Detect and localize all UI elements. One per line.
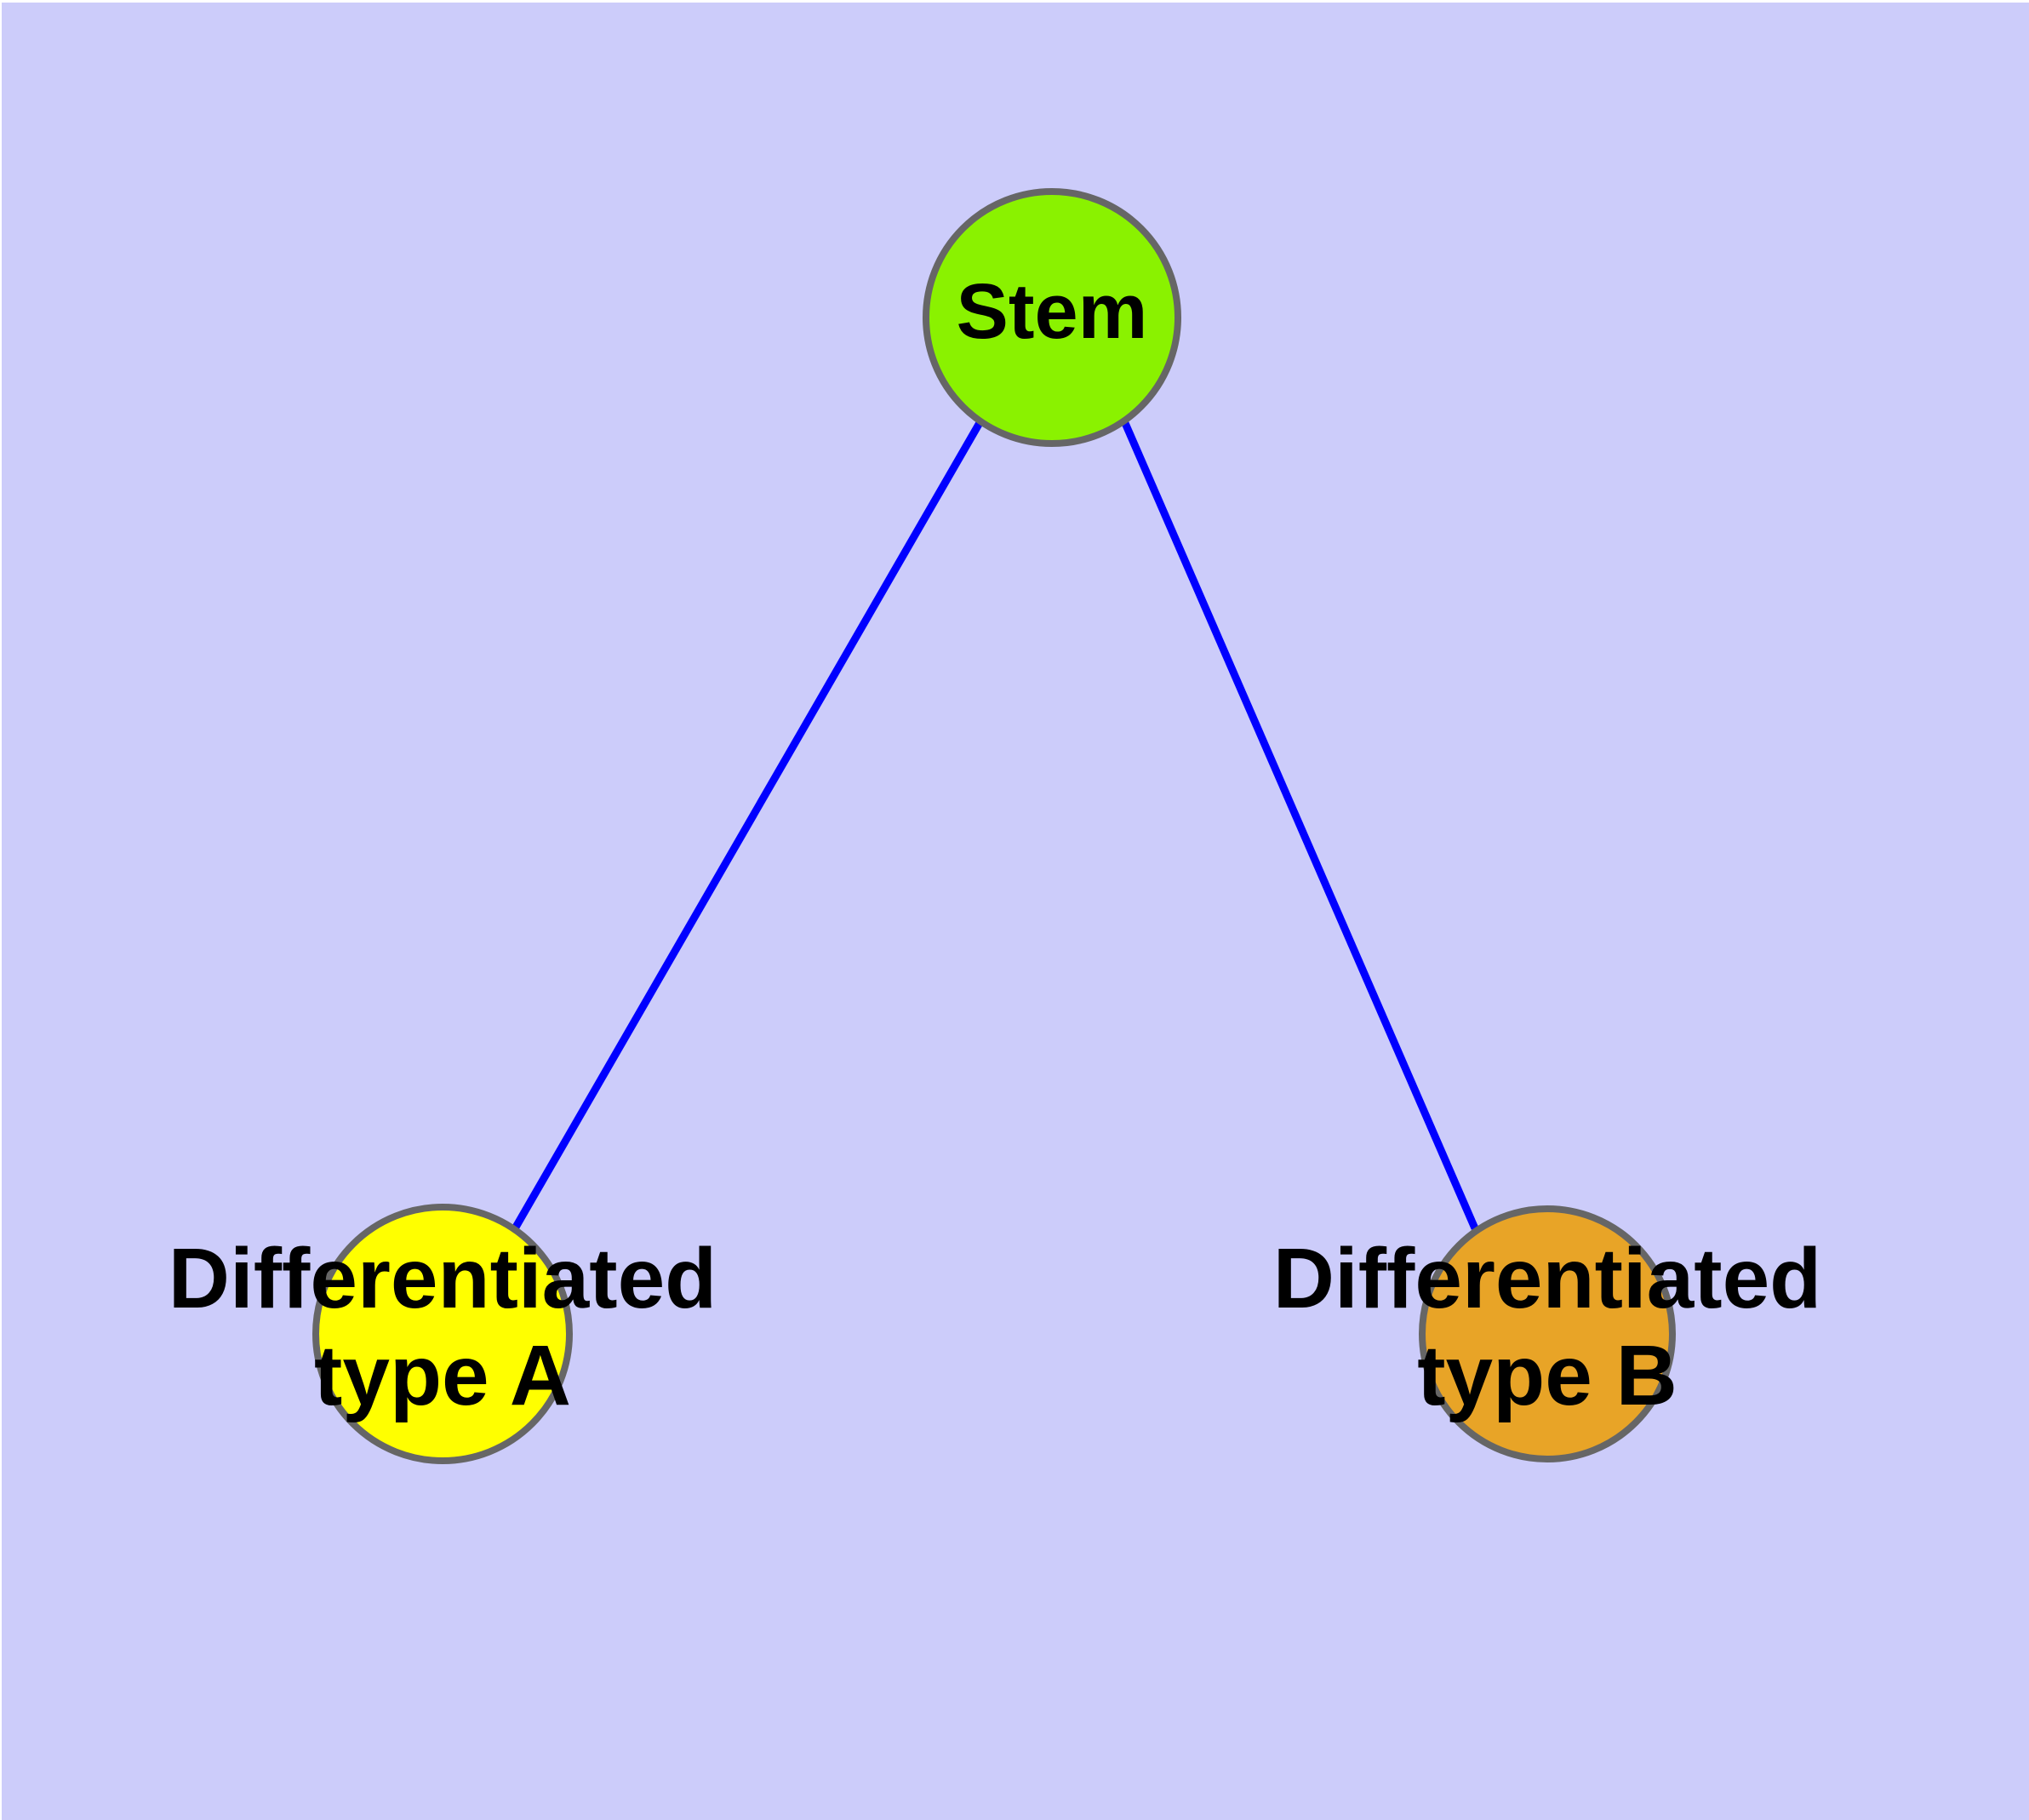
node-diff-a[interactable] [312,1204,573,1464]
edge-layer [511,419,1479,1233]
node-stem-label: Stem [957,268,1148,355]
node-layer [312,188,1676,1464]
node-diff-b-circle[interactable] [1419,1205,1676,1462]
edge-stem-to-diff-b[interactable] [1121,421,1479,1230]
edge-stem-to-diff-a[interactable] [511,419,984,1233]
node-stem-circle[interactable] [923,188,1181,447]
node-diff-a-circle[interactable] [312,1204,573,1464]
node-stem[interactable] [923,188,1181,447]
node-diff-b[interactable] [1419,1205,1676,1462]
